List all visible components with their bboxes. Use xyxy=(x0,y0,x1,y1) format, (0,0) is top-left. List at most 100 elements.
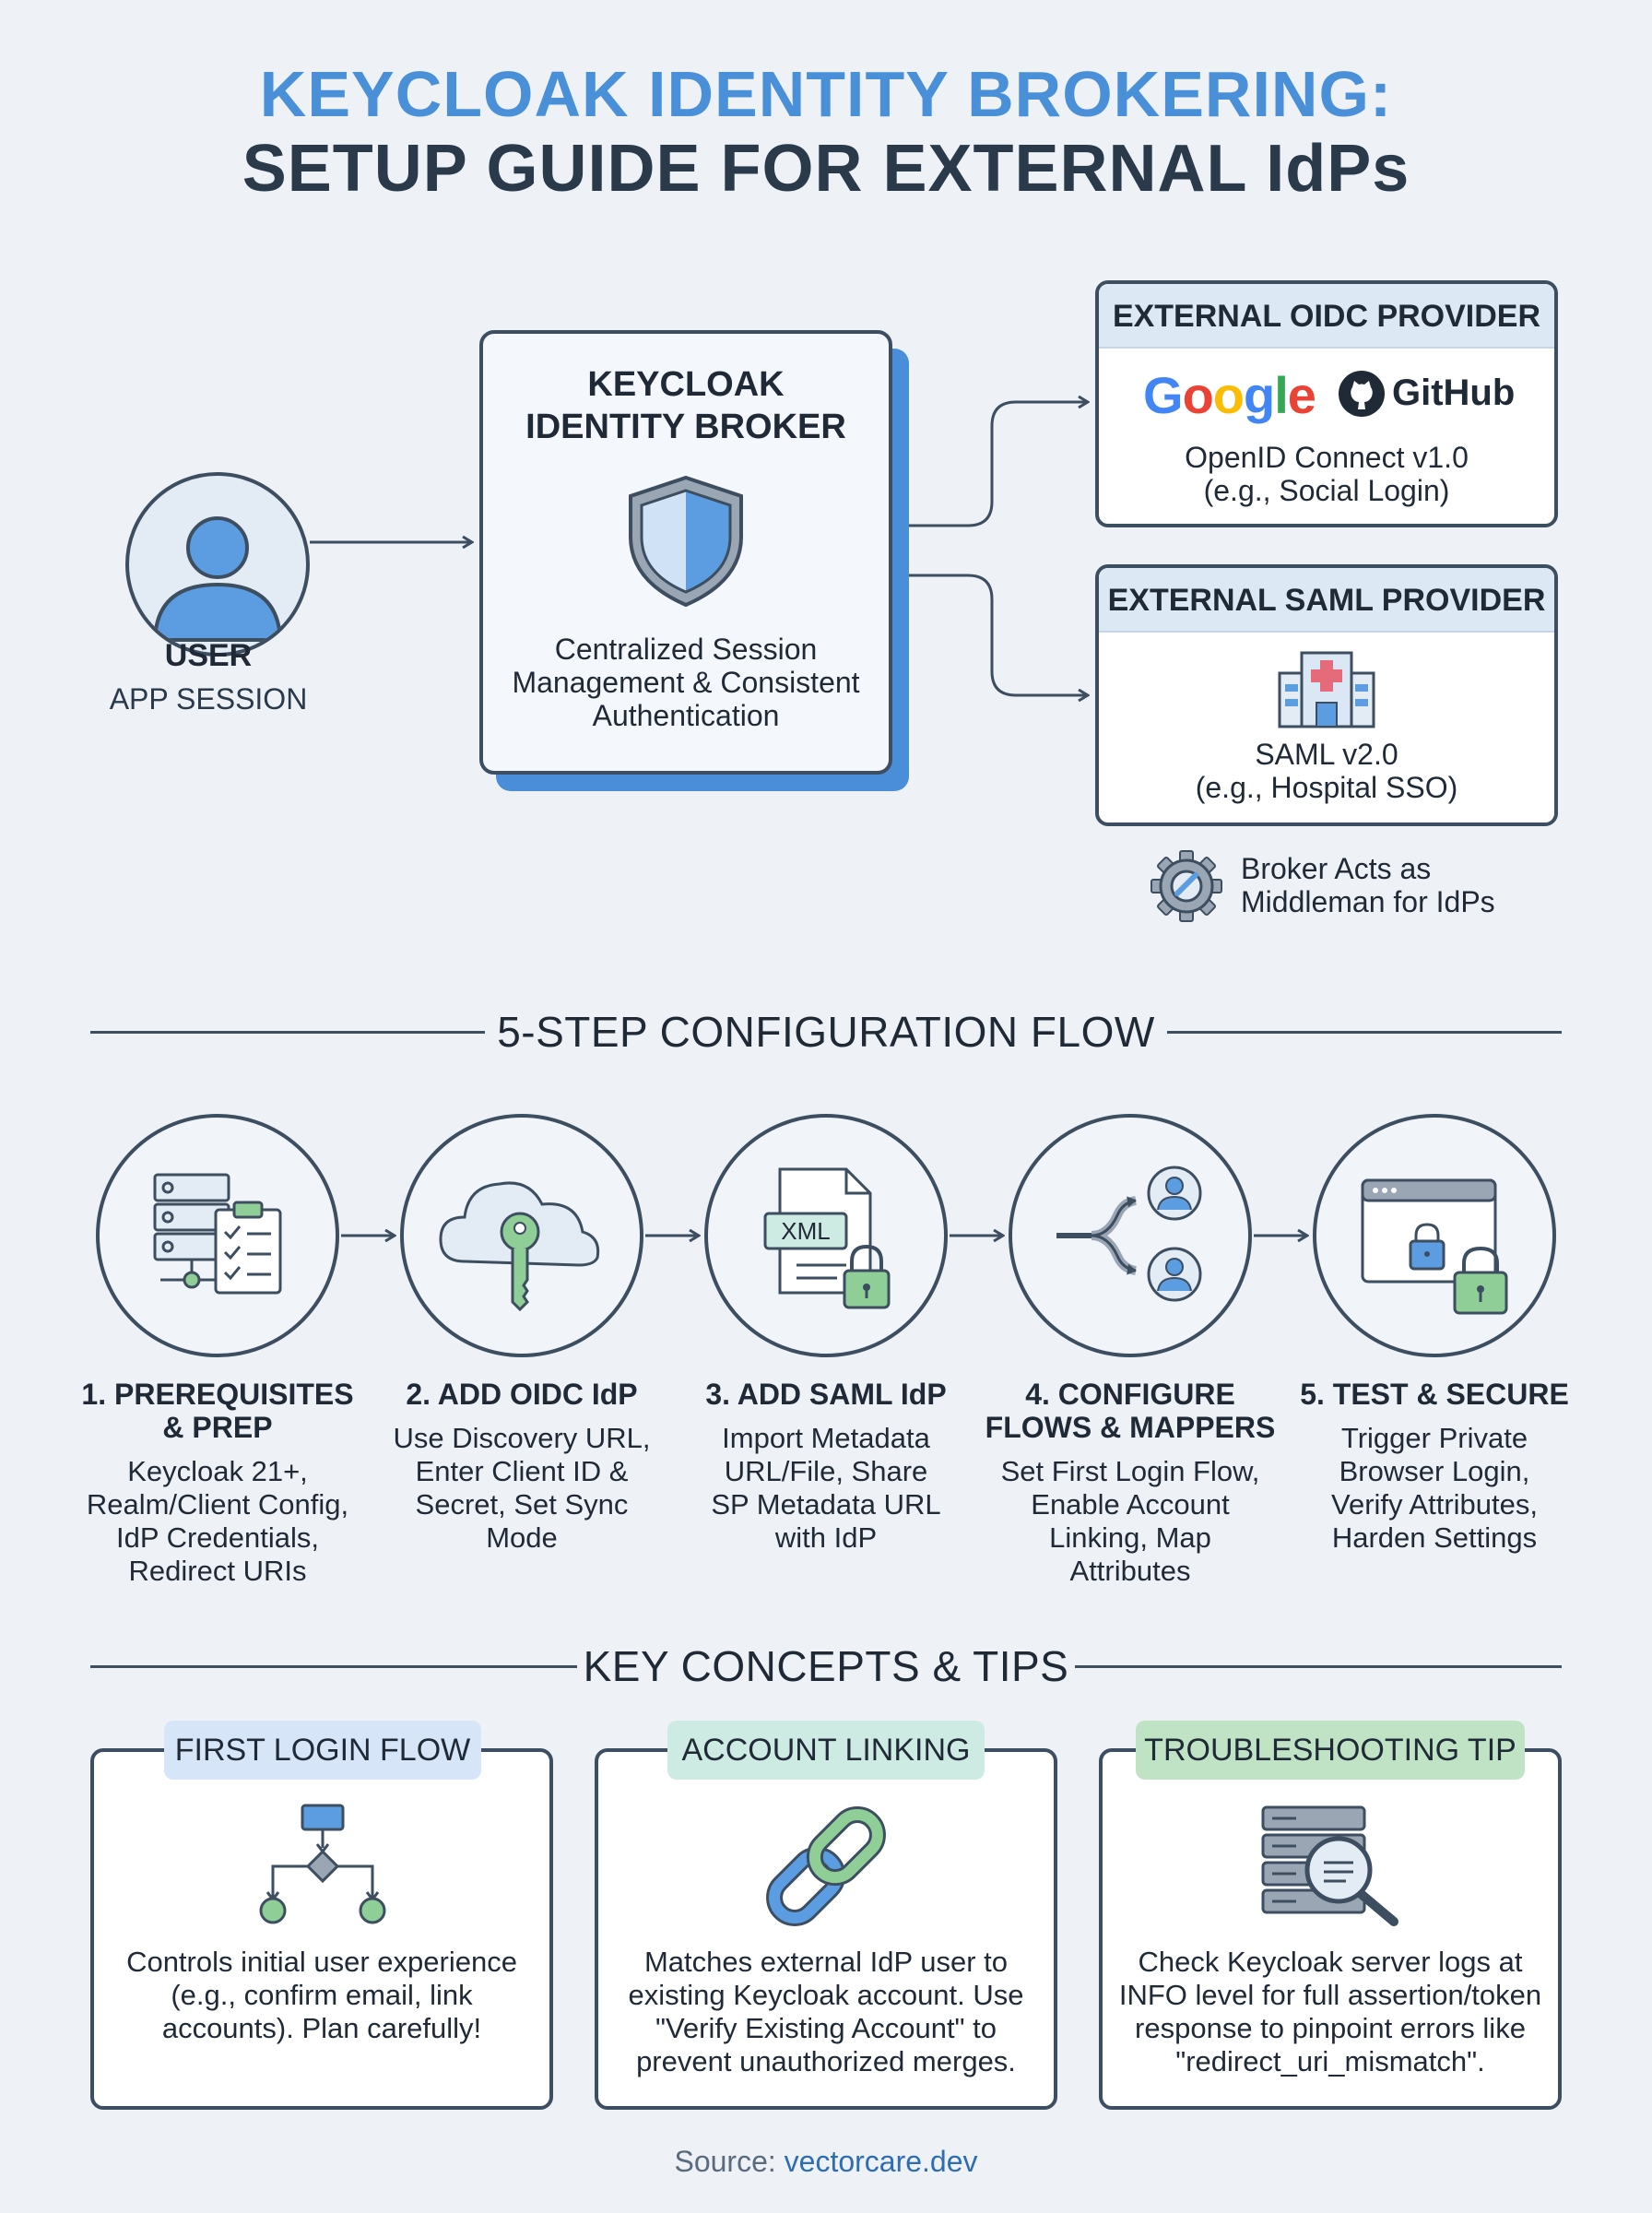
github-icon xyxy=(1339,371,1385,417)
step-1-title-line-1: 1. PREREQUISITES xyxy=(81,1378,354,1411)
browser-lock-icon xyxy=(1361,1178,1508,1315)
oidc-desc-line-2: (e.g., Social Login) xyxy=(1203,474,1450,507)
step-3-title-line-1: 3. ADD SAML IdP xyxy=(705,1378,947,1411)
step-1-desc: Keycloak 21+, Realm/Client Config, IdP C… xyxy=(63,1455,372,1588)
step-4-desc: Set First Login Flow, Enable Account Lin… xyxy=(975,1455,1285,1588)
step-4-title-line-2: FLOWS & MAPPERS xyxy=(985,1411,1276,1444)
broker-description: Centralized Session Management & Consist… xyxy=(479,633,892,732)
step-4-title-line-1: 4. CONFIGURE xyxy=(1025,1378,1235,1411)
step-1-desc-line: Realm/Client Config, xyxy=(86,1488,349,1521)
flow-divider-left xyxy=(90,1031,485,1034)
top-connectors xyxy=(310,0,1652,922)
step-3-circle: XML xyxy=(704,1114,948,1357)
step-4-circle xyxy=(1009,1114,1252,1357)
tips-section-title: KEY CONCEPTS & TIPS xyxy=(583,1642,1069,1690)
tip-3-text-line: INFO level for full assertion/token xyxy=(1118,1979,1542,2011)
broker-note-line-1: Broker Acts as xyxy=(1241,852,1432,885)
broker-note-line-2: Middleman for IdPs xyxy=(1241,885,1495,918)
tip-3-text-line: "redirect_uri_mismatch". xyxy=(1175,2045,1485,2077)
user-avatar-icon xyxy=(152,516,283,642)
branch-users-icon xyxy=(1056,1166,1202,1302)
source-attribution: Source: vectorcare.dev xyxy=(0,2145,1652,2179)
broker-desc-line-2: Management & Consistent xyxy=(512,666,860,699)
tip-tag-account-linking: ACCOUNT LINKING xyxy=(667,1721,985,1780)
step-2-title: 2. ADD OIDC IdP xyxy=(367,1378,677,1411)
saml-desc-line-2: (e.g., Hospital SSO) xyxy=(1195,771,1458,804)
step-5-title-line-1: 5. TEST & SECURE xyxy=(1300,1378,1569,1411)
shield-icon xyxy=(629,475,743,608)
step-5-desc-line: Browser Login, xyxy=(1339,1455,1530,1487)
step-1-title-line-2: & PREP xyxy=(162,1411,273,1444)
step-2-title-line-1: 2. ADD OIDC IdP xyxy=(406,1378,638,1411)
tip-text-troubleshooting: Check Keycloak server logs at INFO level… xyxy=(1110,1946,1551,2078)
step-2-desc-line: Enter Client ID & xyxy=(415,1455,629,1487)
step-2-circle xyxy=(400,1114,643,1357)
step-3-desc-line: URL/File, Share xyxy=(724,1455,928,1487)
tip-2-text-line: existing Keycloak account. Use xyxy=(628,1979,1024,2011)
source-link[interactable]: vectorcare.dev xyxy=(784,2145,978,2178)
step-5-desc: Trigger Private Browser Login, Verify At… xyxy=(1280,1422,1589,1555)
step-5-title: 5. TEST & SECURE xyxy=(1280,1378,1589,1411)
flow-divider-right xyxy=(1167,1031,1562,1034)
broker-title: KEYCLOAK IDENTITY BROKER xyxy=(479,363,892,448)
step-4-desc-line: Set First Login Flow, xyxy=(1000,1455,1260,1487)
user-label: USER xyxy=(164,638,253,673)
hospital-icon xyxy=(1278,651,1375,728)
github-logo-text: GitHub xyxy=(1392,373,1516,413)
saml-description: SAML v2.0 (e.g., Hospital SSO) xyxy=(1095,738,1558,804)
step-1-title: 1. PREREQUISITES & PREP xyxy=(63,1378,372,1444)
chain-link-icon xyxy=(766,1806,886,1926)
tip-1-text-line: accounts). Plan carefully! xyxy=(161,2012,482,2044)
saml-desc-line-1: SAML v2.0 xyxy=(1255,738,1398,771)
step-arrows xyxy=(341,1180,1652,1291)
step-1-desc-line: Keycloak 21+, xyxy=(127,1455,308,1487)
broker-note: Broker Acts as Middleman for IdPs xyxy=(1241,852,1573,918)
source-prefix: Source: xyxy=(674,2145,785,2178)
step-3-desc-line: SP Metadata URL xyxy=(711,1488,941,1521)
step-4-desc-line: Attributes xyxy=(1069,1555,1191,1587)
flow-section-title: 5-STEP CONFIGURATION FLOW xyxy=(497,1008,1155,1056)
tip-text-account-linking: Matches external IdP user to existing Ke… xyxy=(606,1946,1046,2078)
step-5-circle xyxy=(1313,1114,1556,1357)
user-avatar xyxy=(125,472,310,657)
step-3-desc: Import Metadata URL/File, Share SP Metad… xyxy=(671,1422,981,1555)
step-2-desc-line: Use Discovery URL, xyxy=(393,1422,651,1454)
step-4-title: 4. CONFIGURE FLOWS & MAPPERS xyxy=(975,1378,1285,1444)
flowchart-icon xyxy=(259,1804,386,1924)
gear-icon xyxy=(1150,850,1222,922)
cloud-key-icon xyxy=(439,1181,600,1312)
step-1-circle xyxy=(96,1114,339,1357)
step-1-desc-line: Redirect URIs xyxy=(128,1555,307,1587)
step-2-desc-line: Mode xyxy=(486,1521,558,1554)
server-search-icon xyxy=(1261,1805,1398,1926)
title-line-1: KEYCLOAK IDENTITY BROKERING: xyxy=(259,58,1393,130)
tip-tag-troubleshooting: TROUBLESHOOTING TIP xyxy=(1136,1721,1525,1780)
broker-to-oidc-arrow xyxy=(909,402,1088,527)
server-checklist-icon xyxy=(153,1173,282,1295)
tips-divider-left xyxy=(90,1665,577,1668)
step-1-desc-line: IdP Credentials, xyxy=(116,1521,319,1554)
google-logo: Google xyxy=(1143,366,1316,424)
oidc-provider-box: EXTERNAL OIDC PROVIDER xyxy=(1095,280,1558,527)
tip-text-first-login: Controls initial user experience (e.g., … xyxy=(101,1946,542,2045)
tip-tag-first-login: FIRST LOGIN FLOW xyxy=(164,1721,481,1780)
xml-label: XML xyxy=(781,1217,830,1245)
step-3-desc-line: Import Metadata xyxy=(722,1422,930,1454)
step-3-title: 3. ADD SAML IdP xyxy=(671,1378,981,1411)
tip-2-text-line: prevent unauthorized merges. xyxy=(636,2045,1016,2077)
user-sublabel: APP SESSION xyxy=(109,682,308,716)
tip-1-text-line: Controls initial user experience xyxy=(126,1946,517,1978)
step-2-desc-line: Secret, Set Sync xyxy=(415,1488,629,1521)
tip-2-text-line: "Verify Existing Account" to xyxy=(655,2012,997,2044)
oidc-provider-header: EXTERNAL OIDC PROVIDER xyxy=(1099,284,1554,349)
broker-title-line-1: KEYCLOAK xyxy=(587,365,785,404)
tip-1-text-line: (e.g., confirm email, link xyxy=(171,1979,473,2011)
oidc-desc-line-1: OpenID Connect v1.0 xyxy=(1185,441,1469,474)
broker-title-line-2: IDENTITY BROKER xyxy=(525,408,846,446)
oidc-description: OpenID Connect v1.0 (e.g., Social Login) xyxy=(1095,441,1558,507)
step-5-desc-line: Harden Settings xyxy=(1331,1521,1538,1554)
step-5-desc-line: Trigger Private xyxy=(1340,1422,1528,1454)
saml-provider-header: EXTERNAL SAML PROVIDER xyxy=(1099,568,1554,633)
broker-desc-line-3: Authentication xyxy=(592,699,780,732)
step-4-desc-line: Enable Account xyxy=(1031,1488,1230,1521)
